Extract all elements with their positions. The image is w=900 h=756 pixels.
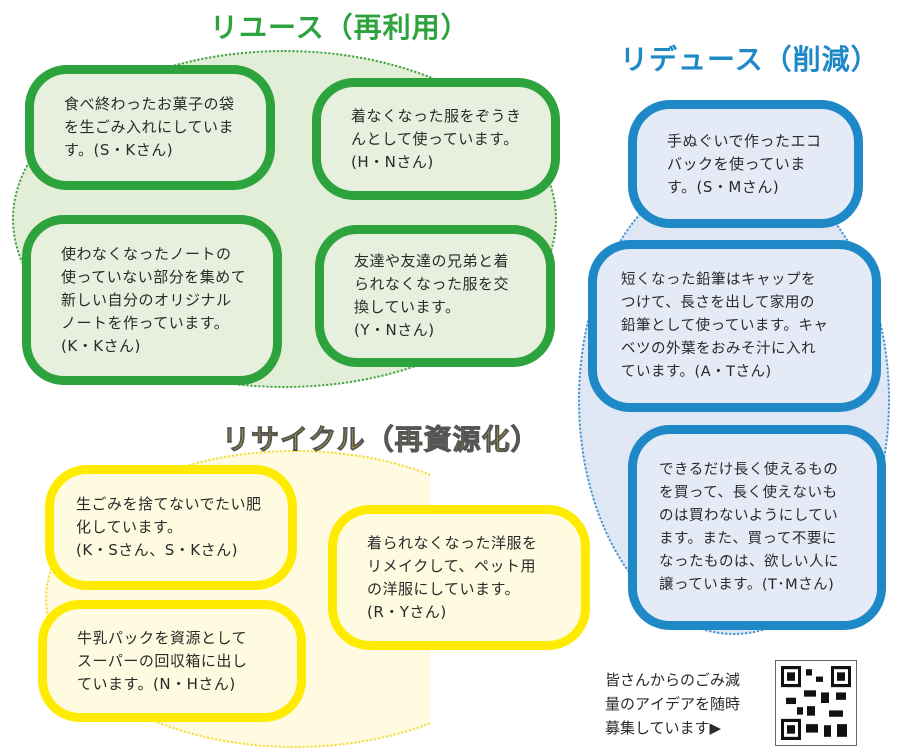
qr-code-icon[interactable] xyxy=(775,660,857,746)
recycle-title: リサイクル（再資源化） xyxy=(222,423,540,457)
recycle-item-1: 生ごみを捨てないでたい肥 化しています。 (K・Sさん、S・Kさん) xyxy=(45,465,297,590)
reduce-item-1: 手ぬぐいで作ったエコ バックを使っていま す。(S・Mさん) xyxy=(628,100,863,228)
reduce-item-3: できるだけ長く使えるもの を買って、長く使えないも のは買わないようにしてい ま… xyxy=(628,425,886,630)
footer-text: 皆さんからのごみ減 量のアイデアを随時 募集しています▶ xyxy=(605,671,741,737)
item-text: 生ごみを捨てないでたい肥 化しています。 (K・Sさん、S・Kさん) xyxy=(76,495,262,559)
reuse-title: リユース（再利用） xyxy=(210,11,470,44)
reduce-item-2: 短くなった鉛筆はキャップを つけて、長さを出して家用の 鉛筆として使っています。… xyxy=(588,240,881,412)
item-text: 手ぬぐいで作ったエコ バックを使っていま す。(S・Mさん) xyxy=(667,131,822,196)
item-text: 友達や友達の兄弟と着 られなくなった服を交 換しています。 (Y・Nさん) xyxy=(354,252,510,339)
reuse-item-3: 使わなくなったノートの 使っていない部分を集めて 新しい自分のオリジナル ノート… xyxy=(22,215,282,385)
item-text: 使わなくなったノートの 使っていない部分を集めて 新しい自分のオリジナル ノート… xyxy=(61,244,247,355)
item-text: 牛乳パックを資源として スーパーの回収箱に出し ています。(N・Hさん) xyxy=(77,628,248,693)
reuse-item-4: 友達や友達の兄弟と着 られなくなった服を交 換しています。 (Y・Nさん) xyxy=(315,225,555,367)
reuse-item-2: 着なくなった服をぞうき んとして使っています。 (H・Nさん) xyxy=(312,78,560,200)
item-text: 着なくなった服をぞうき んとして使っています。 (H・Nさん) xyxy=(351,106,522,171)
item-text: できるだけ長く使えるもの を買って、長く使えないも のは買わないようにしてい ま… xyxy=(659,461,839,593)
reuse-item-1: 食べ終わったお菓子の袋 を生ごみ入れにしていま す。(S・Kさん) xyxy=(25,65,275,190)
item-text: 短くなった鉛筆はキャップを つけて、長さを出して家用の 鉛筆として使っています。… xyxy=(621,271,829,380)
item-text: 食べ終わったお菓子の袋 を生ごみ入れにしていま す。(S・Kさん) xyxy=(64,95,235,159)
recycle-item-2: 着られなくなった洋服を リメイクして、ペット用 の洋服にしています。 (R・Yさ… xyxy=(328,505,590,650)
recycle-item-3: 牛乳パックを資源として スーパーの回収箱に出し ています。(N・Hさん) xyxy=(38,600,306,722)
item-text: 着られなくなった洋服を リメイクして、ペット用 の洋服にしています。 (R・Yさ… xyxy=(367,533,538,621)
reduce-title: リデュース（削減） xyxy=(620,43,880,76)
